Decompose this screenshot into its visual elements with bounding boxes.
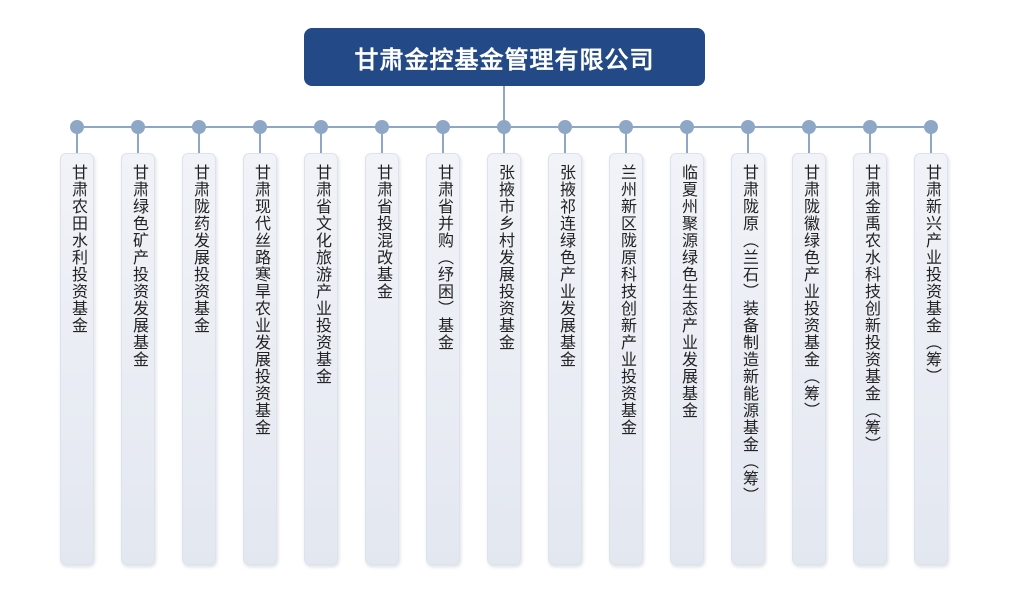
branch-node-dot (863, 120, 877, 134)
child-node: 甘肃省投混改基金 (365, 153, 399, 565)
branch-node-dot (314, 120, 328, 134)
child-node-label: 甘肃新兴产业投资基金（筹） (923, 164, 942, 385)
child-node-label: 甘肃陇原（兰石）装备制造新能源基金（筹） (740, 164, 759, 504)
child-node: 甘肃绿色矿产投资发展基金 (121, 153, 155, 565)
child-node-label: 兰州新区陇原科技创新产业投资基金 (618, 164, 637, 436)
child-node-label: 甘肃金禹农水科技创新投资基金（筹） (862, 164, 881, 453)
child-node-label: 临夏州聚源绿色生态产业发展基金 (679, 164, 698, 419)
child-node: 甘肃陇原（兰石）装备制造新能源基金（筹） (731, 153, 765, 565)
child-node: 甘肃省文化旅游产业投资基金 (304, 153, 338, 565)
branch-node-dot (558, 120, 572, 134)
branch-node-dot (192, 120, 206, 134)
child-node-label: 张掖市乡村发展投资基金 (496, 164, 515, 351)
branch-node-dot (680, 120, 694, 134)
child-node: 甘肃新兴产业投资基金（筹） (914, 153, 948, 565)
branch-node-dot (131, 120, 145, 134)
branch-node-dot (741, 120, 755, 134)
child-node: 甘肃农田水利投资基金 (60, 153, 94, 565)
branch-node-dot (70, 120, 84, 134)
child-node: 甘肃现代丝路寒旱农业发展投资基金 (243, 153, 277, 565)
child-node-label: 甘肃省投混改基金 (374, 164, 393, 300)
branch-node-dot (619, 120, 633, 134)
child-node-label: 甘肃省文化旅游产业投资基金 (313, 164, 332, 385)
child-node-label: 甘肃绿色矿产投资发展基金 (130, 164, 149, 368)
child-node: 兰州新区陇原科技创新产业投资基金 (609, 153, 643, 565)
child-node: 张掖市乡村发展投资基金 (487, 153, 521, 565)
child-node: 甘肃金禹农水科技创新投资基金（筹） (853, 153, 887, 565)
root-title: 甘肃金控基金管理有限公司 (354, 45, 655, 74)
child-node-label: 甘肃农田水利投资基金 (69, 164, 88, 334)
child-node-label: 甘肃陇药发展投资基金 (191, 164, 210, 334)
child-node: 张掖祁连绿色产业发展基金 (548, 153, 582, 565)
child-node-label: 甘肃陇徽绿色产业投资基金（筹） (801, 164, 820, 419)
branch-node-dot (436, 120, 450, 134)
branch-node-dot (375, 120, 389, 134)
root-node: 甘肃金控基金管理有限公司 (304, 28, 705, 86)
child-node-label: 甘肃省并购（纾困）基金 (435, 164, 454, 351)
branch-node-dot (253, 120, 267, 134)
child-node: 甘肃省并购（纾困）基金 (426, 153, 460, 565)
child-node-label: 张掖祁连绿色产业发展基金 (557, 164, 576, 368)
child-node: 甘肃陇徽绿色产业投资基金（筹） (792, 153, 826, 565)
child-node-label: 甘肃现代丝路寒旱农业发展投资基金 (252, 164, 271, 436)
child-node: 甘肃陇药发展投资基金 (182, 153, 216, 565)
branch-node-dot (802, 120, 816, 134)
branch-node-dot (497, 120, 511, 134)
child-node: 临夏州聚源绿色生态产业发展基金 (670, 153, 704, 565)
branch-node-dot (924, 120, 938, 134)
